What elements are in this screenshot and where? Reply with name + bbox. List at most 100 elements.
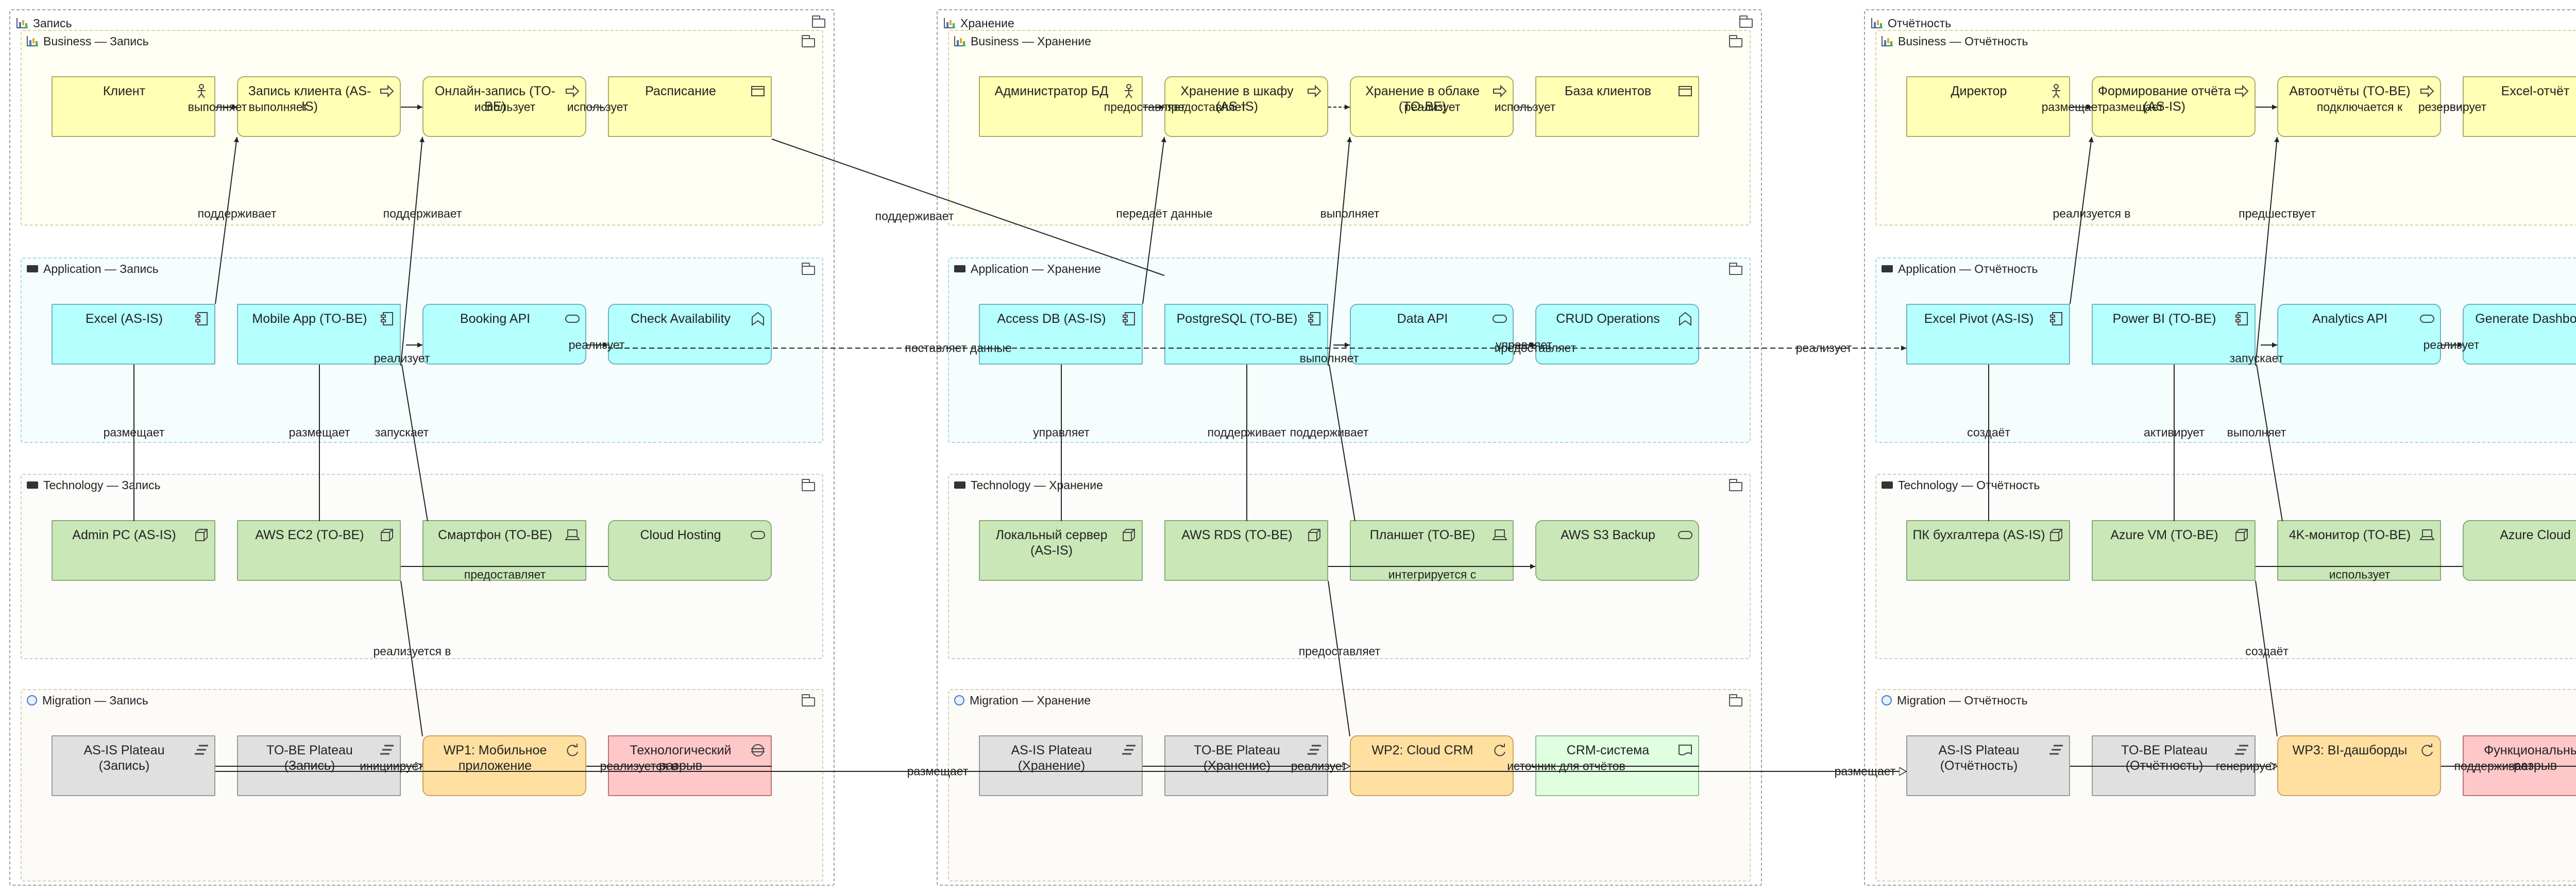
element-label: Администратор БД: [994, 84, 1109, 98]
element-migration-0[interactable]: AS-IS Plateau (Запись): [52, 735, 215, 796]
node-icon: [379, 527, 395, 543]
element-business-1[interactable]: Формирование отчёта (AS-IS): [2092, 76, 2256, 137]
element-application-1[interactable]: Mobile App (TO-BE): [237, 304, 401, 365]
edge-label: управляет: [1496, 338, 1552, 352]
edge-label: поставляет данные: [905, 341, 1012, 355]
folder-icon[interactable]: [1729, 694, 1742, 707]
element-business-2[interactable]: Хранение в облаке (TO-BE): [1350, 76, 1514, 137]
relationship-line[interactable]: [215, 136, 239, 304]
element-migration-0[interactable]: AS-IS Plateau (Хранение): [979, 735, 1143, 796]
element-business-3[interactable]: Расписание: [608, 76, 772, 137]
element-technology-3[interactable]: Cloud Hosting: [608, 520, 772, 581]
edge-label: реализуется в: [373, 644, 451, 658]
element-label: Клиент: [103, 84, 146, 98]
element-technology-3[interactable]: Azure Cloud: [2463, 520, 2576, 581]
component-icon: [379, 311, 395, 326]
component-icon: [194, 311, 209, 326]
element-application-2[interactable]: Data API: [1350, 304, 1514, 365]
element-business-2[interactable]: Онлайн-запись (TO-BE): [422, 76, 586, 137]
edge-label: размещает: [2041, 100, 2103, 114]
folder-icon[interactable]: [802, 263, 815, 275]
relationship-line[interactable]: [400, 580, 423, 737]
element-technology-2[interactable]: 4K-монитор (TO-BE): [2277, 520, 2441, 581]
relationship-line[interactable]: [2070, 136, 2094, 304]
edge-label: размещает: [289, 425, 350, 439]
element-business-3[interactable]: База клиентов: [1535, 76, 1699, 137]
edge-label: резервирует: [2418, 100, 2487, 114]
element-application-0[interactable]: Access DB (AS-IS): [979, 304, 1143, 365]
folder-icon[interactable]: [802, 694, 815, 707]
element-application-3[interactable]: CRUD Operations: [1535, 304, 1699, 365]
edge-label: реализует: [1291, 759, 1347, 773]
edge-label: реализуется в: [2053, 206, 2131, 220]
folder-icon[interactable]: [1729, 479, 1742, 491]
element-business-0[interactable]: Клиент: [52, 76, 215, 137]
element-label: Смартфон (TO-BE): [438, 528, 552, 542]
actor-icon: [2048, 83, 2064, 99]
folder-icon[interactable]: [1729, 263, 1742, 275]
element-application-0[interactable]: Excel (AS-IS): [52, 304, 215, 365]
element-application-3[interactable]: Generate Dashboard: [2463, 304, 2576, 365]
element-technology-1[interactable]: AWS RDS (TO-BE): [1164, 520, 1328, 581]
element-label: Excel (AS-IS): [85, 312, 163, 326]
folder-icon[interactable]: [1729, 35, 1742, 47]
edge-label: реализует: [374, 351, 430, 365]
edge-label: создаёт: [1967, 425, 2010, 439]
element-business-1[interactable]: Хранение в шкафу (AS-IS): [1164, 76, 1328, 137]
element-technology-1[interactable]: Azure VM (TO-BE): [2092, 520, 2256, 581]
element-application-2[interactable]: Booking API: [422, 304, 586, 365]
relationship-line[interactable]: [2255, 136, 2280, 366]
element-business-3[interactable]: Excel-отчёт: [2463, 76, 2576, 137]
element-label: Azure VM (TO-BE): [2110, 528, 2218, 542]
relationship-line[interactable]: [1328, 136, 1352, 366]
element-technology-1[interactable]: AWS EC2 (TO-BE): [237, 520, 401, 581]
folder-icon[interactable]: [802, 35, 815, 47]
folder-icon[interactable]: [1739, 15, 1753, 28]
folder-icon[interactable]: [812, 15, 825, 28]
edge-label: поддерживает: [1290, 425, 1369, 439]
element-business-1[interactable]: Запись клиента (AS-IS): [237, 76, 401, 137]
relationship-line[interactable]: [401, 364, 428, 522]
relationship-line[interactable]: [1142, 136, 1166, 304]
element-label: Access DB (AS-IS): [997, 312, 1106, 326]
relationship-line[interactable]: [771, 139, 1165, 276]
service-icon: [565, 311, 580, 326]
relationship-line[interactable]: [1328, 580, 1350, 737]
element-application-1[interactable]: PostgreSQL (TO-BE): [1164, 304, 1328, 365]
element-technology-0[interactable]: Admin PC (AS-IS): [52, 520, 215, 581]
relationship-line[interactable]: [400, 136, 425, 366]
workpkg-icon: [565, 743, 580, 758]
node-icon: [2234, 527, 2249, 543]
element-application-1[interactable]: Power BI (TO-BE): [2092, 304, 2256, 365]
folder-icon[interactable]: [802, 479, 815, 491]
edge-label: предоставляет: [1298, 644, 1381, 658]
globe-icon: [27, 695, 37, 705]
plateau-icon: [2048, 743, 2064, 758]
element-label: AS-IS Plateau (Отчётность): [1938, 743, 2020, 773]
layer-title: Business — Отчётность: [1898, 34, 2028, 48]
element-label: AWS EC2 (TO-BE): [255, 528, 364, 542]
element-application-2[interactable]: Analytics API: [2277, 304, 2441, 365]
element-label: Хранение в шкафу (AS-IS): [1180, 84, 1294, 114]
element-migration-2[interactable]: WP1: Мобильное приложение: [422, 735, 586, 796]
relationship-line[interactable]: [2255, 580, 2278, 737]
layer-title: Business — Запись: [43, 34, 149, 48]
element-migration-2[interactable]: WP2: Cloud CRM: [1350, 735, 1514, 796]
component-icon: [1307, 311, 1322, 326]
element-business-0[interactable]: Администратор БД: [979, 76, 1143, 137]
relationship-line[interactable]: [1329, 364, 1355, 522]
element-technology-2[interactable]: Смартфон (TO-BE): [422, 520, 586, 581]
element-technology-2[interactable]: Планшет (TO-BE): [1350, 520, 1514, 581]
element-technology-3[interactable]: AWS S3 Backup: [1535, 520, 1699, 581]
element-business-0[interactable]: Директор: [1906, 76, 2070, 137]
element-application-0[interactable]: Excel Pivot (AS-IS): [1906, 304, 2070, 365]
element-technology-0[interactable]: Локальный сервер (AS-IS): [979, 520, 1143, 581]
element-migration-2[interactable]: WP3: BI-дашборды: [2277, 735, 2441, 796]
element-application-3[interactable]: Check Availability: [608, 304, 772, 365]
element-migration-0[interactable]: AS-IS Plateau (Отчётность): [1906, 735, 2070, 796]
device-icon: [2419, 527, 2435, 543]
edge-label: запускает: [375, 425, 429, 439]
element-business-2[interactable]: Автоотчёты (TO-BE): [2277, 76, 2441, 137]
relationship-line[interactable]: [2256, 364, 2283, 522]
element-technology-0[interactable]: ПК бухгалтера (AS-IS): [1906, 520, 2070, 581]
